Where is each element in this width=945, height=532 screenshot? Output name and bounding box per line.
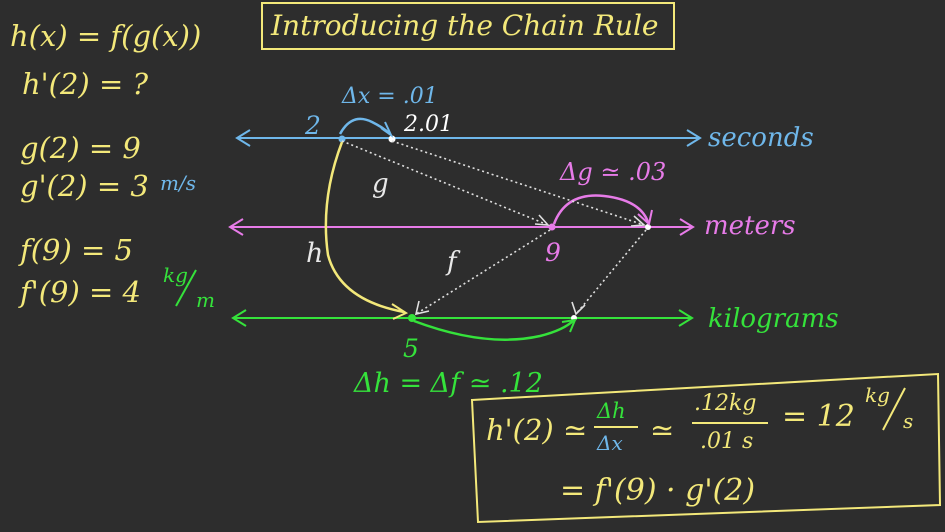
- h-value-label: 5: [403, 334, 419, 363]
- seconds-number-line: [235, 129, 702, 147]
- meters-number-line: [228, 218, 695, 236]
- kilograms-label: kilograms: [708, 304, 839, 334]
- dx-arc: [338, 117, 391, 135]
- result-line2: = f'(9) · g'(2): [560, 473, 755, 508]
- point-h-5: [408, 314, 416, 322]
- point-g-9: [548, 223, 556, 231]
- result-unit-den: s: [903, 409, 913, 433]
- f-map-label: f: [445, 247, 461, 277]
- f-prime-unit-slash: [175, 269, 197, 307]
- dg-arc-arrowhead: [637, 209, 653, 226]
- point-x-2: [338, 135, 346, 143]
- title: Introducing the Chain Rule: [270, 9, 658, 42]
- title-box: [261, 2, 675, 50]
- dh-arc: [413, 319, 575, 341]
- frac1-den: Δx: [596, 431, 623, 455]
- dg-arc: [552, 194, 650, 225]
- h-map-label: h: [306, 238, 323, 269]
- dx-arc-arrowhead: [380, 121, 394, 138]
- dg-label: Δg ≃ .03: [559, 158, 666, 186]
- kilograms-number-line: [231, 309, 694, 327]
- frac2-den: .01 s: [700, 429, 753, 454]
- question-equation: h'(2) = ?: [22, 67, 148, 101]
- h-curve-arrowhead: [391, 303, 409, 320]
- seconds-label: seconds: [708, 123, 814, 153]
- g-prime-unit: m/s: [160, 171, 196, 195]
- dh-label: Δh = Δf ≃ .12: [353, 368, 543, 399]
- mapping-arrowheads: [414, 214, 646, 316]
- x-start-label: 2: [304, 111, 321, 140]
- result-unit-num: kg: [865, 383, 890, 407]
- meters-label: meters: [704, 211, 796, 241]
- composition-equation: h(x) = f(g(x)): [10, 19, 201, 53]
- g-map-label: g: [372, 169, 389, 199]
- result-approx: ≃: [650, 413, 674, 447]
- f-at-9-equation: f(9) = 5: [18, 233, 133, 267]
- frac2-num: .12kg: [694, 391, 756, 416]
- h-curve: [324, 141, 405, 314]
- dx-label: Δx = .01: [341, 84, 438, 109]
- x-end-label: 2.01: [403, 112, 453, 137]
- f-prime-unit-den: m: [196, 288, 215, 312]
- result-box: [470, 372, 942, 524]
- mapping-arrows: [341, 140, 647, 315]
- g-at-2-equation: g(2) = 9: [20, 131, 141, 165]
- result-lhs: h'(2) ≃: [486, 413, 587, 447]
- result-unit-slash: [882, 387, 906, 431]
- f-prime-unit-num: kg: [163, 263, 188, 287]
- g-value-label: 9: [545, 238, 561, 267]
- result-equals: = 12: [782, 399, 855, 434]
- g-prime-equation: g'(2) = 3: [20, 169, 149, 203]
- point-g-9-03: [645, 224, 651, 230]
- f-prime-equation: f'(9) = 4: [18, 275, 141, 309]
- frac1-num: Δh: [596, 399, 626, 423]
- dh-arc-arrowhead: [561, 318, 577, 333]
